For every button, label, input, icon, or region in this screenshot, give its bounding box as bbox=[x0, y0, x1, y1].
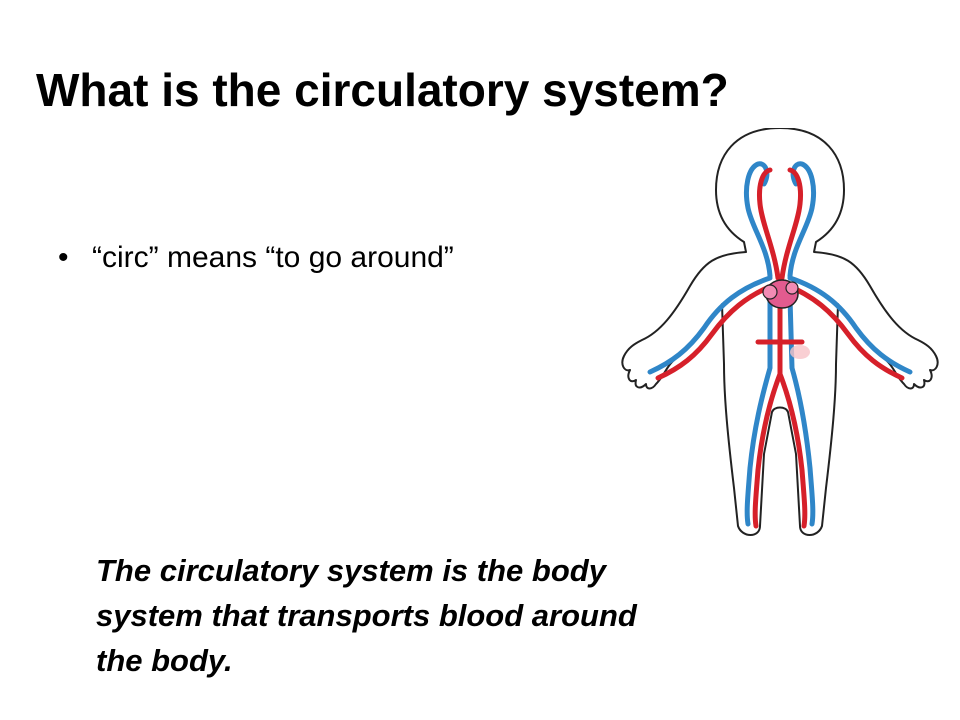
human-circulatory-system-icon bbox=[621, 128, 939, 536]
definition-line: the body. bbox=[96, 643, 233, 678]
slide-title: What is the circulatory system? bbox=[36, 64, 729, 116]
artery-network bbox=[655, 167, 905, 529]
bullet-text: “circ” means “to go around” bbox=[92, 241, 454, 274]
organ-blush bbox=[790, 345, 810, 359]
definition-line: system that transports blood around bbox=[96, 598, 637, 633]
bullet-dot-icon: • bbox=[58, 241, 69, 274]
definition-text: The circulatory system is the body syste… bbox=[96, 548, 876, 683]
heart-icon bbox=[762, 279, 799, 309]
bullet-list: • “circ” means “to go around” bbox=[58, 238, 454, 278]
vein-network bbox=[647, 161, 913, 527]
body-outline bbox=[621, 128, 939, 536]
bullet-item: • “circ” means “to go around” bbox=[58, 238, 454, 278]
definition-line: The circulatory system is the body bbox=[96, 553, 606, 588]
